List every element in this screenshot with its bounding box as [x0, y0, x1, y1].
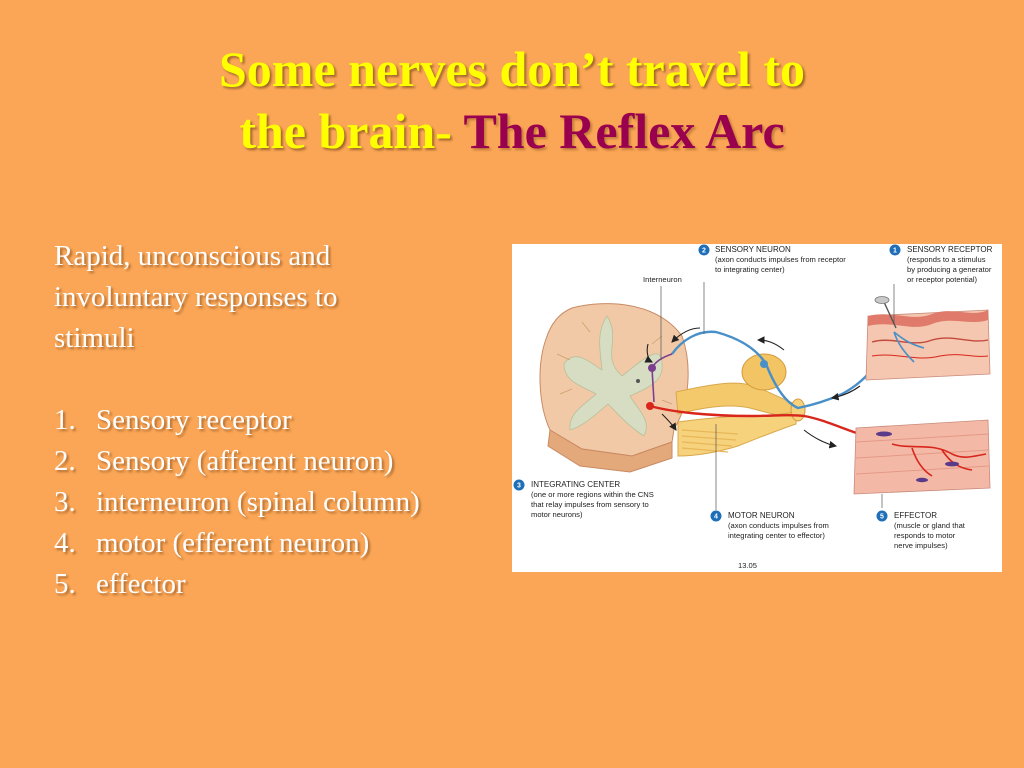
figure-number: 13.05 [738, 561, 757, 570]
interneuron-label: Interneuron [643, 275, 682, 284]
nerve-roots-and-ganglion [675, 353, 806, 457]
sensory-cell-body [760, 360, 768, 368]
svg-text:motor neurons): motor neurons) [531, 510, 583, 519]
callout-3-heading: INTEGRATING CENTER [531, 480, 620, 489]
title-line-2-accent: The Reflex Arc [463, 103, 785, 159]
callout-2-badge [698, 244, 710, 256]
muscle-illustration [853, 419, 991, 495]
callout-1-heading: SENSORY RECEPTOR [907, 245, 993, 254]
svg-text:5: 5 [880, 514, 884, 521]
step-item: 1.Sensory receptor [54, 404, 292, 436]
svg-text:that relay impulses from senso: that relay impulses from sensory to [531, 500, 649, 509]
svg-text:nerve impulses): nerve impulses) [894, 541, 948, 550]
reflex-arc-figure: Interneuron 2 SENSORY NEURON (axon condu… [512, 244, 1002, 572]
svg-text:responds to motor: responds to motor [894, 531, 956, 540]
slide-body: Rapid, unconscious and involuntary respo… [54, 236, 524, 605]
callout-5-heading: EFFECTOR [894, 511, 937, 520]
leader-lines [660, 282, 895, 510]
callout-4-heading: MOTOR NEURON [728, 511, 795, 520]
title-line-2-yellow: the brain- [239, 103, 464, 159]
step-item: 3.interneuron (spinal column) [54, 486, 420, 518]
title-line-1: Some nerves don’t travel to [219, 41, 805, 97]
spinal-cord-illustration [539, 303, 689, 473]
svg-text:or receptor potential): or receptor potential) [907, 275, 978, 284]
skin-illustration [865, 296, 991, 381]
step-item: 5.effector [54, 568, 186, 600]
callout-1-badge [889, 244, 901, 256]
svg-text:by producing a generator: by producing a generator [907, 265, 992, 274]
intro-line-2: involuntary responses to [54, 281, 338, 313]
callout-3-badge [513, 479, 525, 491]
callout-2-heading: SENSORY NEURON [715, 245, 791, 254]
sensory-nerve-path [671, 330, 896, 410]
intro-line-1: Rapid, unconscious and [54, 240, 331, 272]
svg-text:(muscle or gland that: (muscle or gland that [894, 521, 966, 530]
slide-title: Some nerves don’t travel to the brain- T… [0, 38, 1024, 162]
intro-line-3: stimuli [54, 322, 135, 354]
svg-text:(responds to a stimulus: (responds to a stimulus [907, 255, 986, 264]
interneuron-cell [648, 364, 656, 372]
step-item: 4.motor (efferent neuron) [54, 527, 370, 559]
svg-text:(axon conducts impulses from r: (axon conducts impulses from receptor [715, 255, 846, 264]
svg-text:1: 1 [893, 248, 897, 255]
callout-4-badge [710, 510, 722, 522]
title-line-2: the brain- The Reflex Arc [0, 100, 1024, 162]
motor-nerve-path [649, 404, 893, 446]
reflex-step-list: 1.Sensory receptor 2.Sensory (afferent n… [54, 400, 524, 605]
svg-text:integrating center to effector: integrating center to effector) [728, 531, 825, 540]
svg-text:4: 4 [714, 514, 718, 521]
svg-text:3: 3 [517, 483, 521, 490]
svg-text:2: 2 [702, 248, 706, 255]
svg-text:(one or more regions within th: (one or more regions within the CNS [531, 490, 654, 499]
callout-5-badge [876, 510, 888, 522]
step-item: 2.Sensory (afferent neuron) [54, 445, 394, 477]
svg-text:to integrating center): to integrating center) [715, 265, 785, 274]
motor-cell-body [646, 402, 654, 410]
svg-text:(axon conducts impulses from: (axon conducts impulses from [728, 521, 829, 530]
flow-arrows [644, 327, 861, 449]
reflex-arc-diagram: Interneuron 2 SENSORY NEURON (axon condu… [513, 244, 993, 570]
